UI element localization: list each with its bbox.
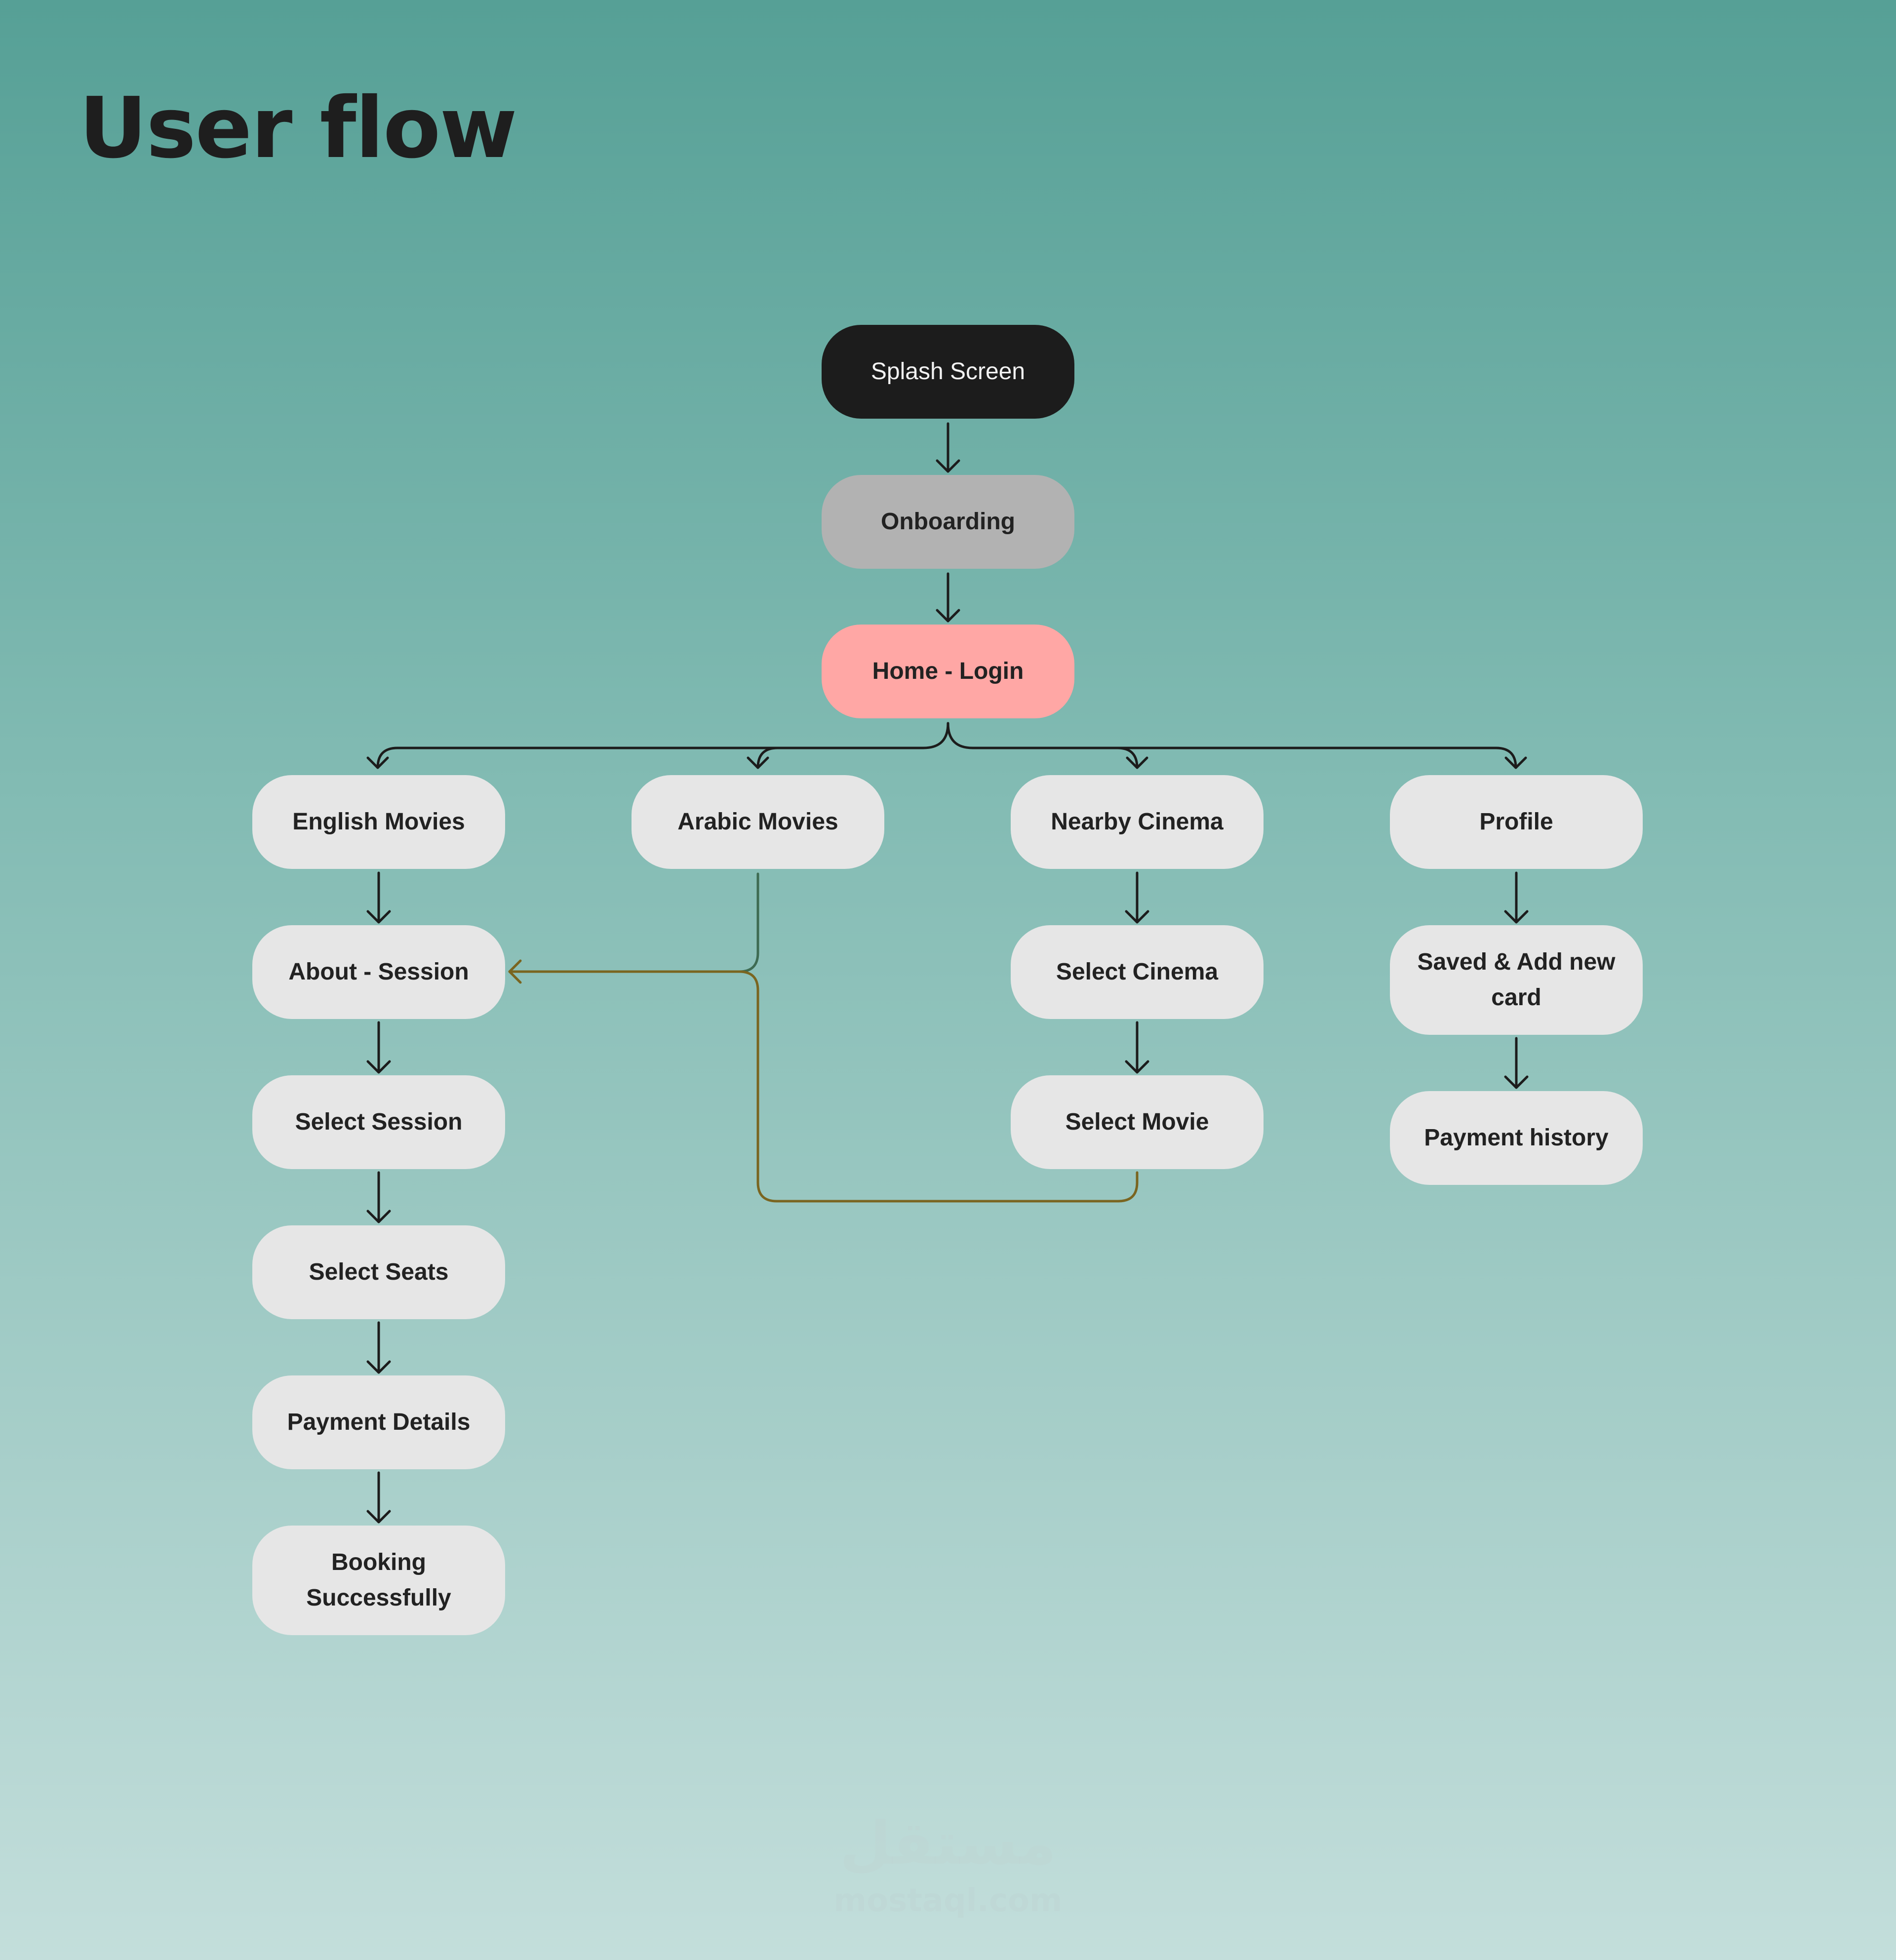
arrowhead	[366, 1360, 391, 1374]
node-about-session[interactable]: About - Session	[252, 925, 505, 1019]
arrowhead	[1125, 910, 1149, 924]
edge-bus-to-arabic	[756, 746, 779, 769]
node-arabic-movies[interactable]: Arabic Movies	[632, 775, 884, 869]
watermark: مستقل mostaql.com	[790, 1807, 1106, 1921]
edge-home-branch-bus	[376, 722, 949, 769]
page-title: User flow	[79, 79, 517, 177]
node-splash-screen[interactable]: Splash Screen	[822, 325, 1074, 419]
node-booking-successfully[interactable]: Booking Successfully	[252, 1526, 505, 1635]
node-onboarding[interactable]: Onboarding	[822, 475, 1074, 569]
node-english-movies[interactable]: English Movies	[252, 775, 505, 869]
edge-select-movie-to-about	[508, 970, 1139, 1203]
node-select-session[interactable]: Select Session	[252, 1075, 505, 1169]
node-select-movie[interactable]: Select Movie	[1011, 1075, 1264, 1169]
arrowhead	[366, 1210, 391, 1223]
watermark-logo: مستقل	[839, 1809, 1057, 1878]
arrowhead	[936, 609, 960, 623]
arrowhead	[1126, 756, 1148, 769]
node-saved-add-card[interactable]: Saved & Add new card	[1390, 925, 1643, 1035]
node-payment-details[interactable]: Payment Details	[252, 1375, 505, 1469]
arrowhead	[1504, 910, 1529, 924]
node-nearby-cinema[interactable]: Nearby Cinema	[1011, 775, 1264, 869]
node-profile[interactable]: Profile	[1390, 775, 1643, 869]
node-select-cinema[interactable]: Select Cinema	[1011, 925, 1264, 1019]
edge-home-branch-bus	[947, 722, 1517, 769]
node-payment-history[interactable]: Payment history	[1390, 1091, 1643, 1185]
arrowhead	[747, 756, 769, 769]
arrowhead	[366, 1060, 391, 1074]
arrowhead	[936, 459, 960, 473]
arrowhead	[366, 1510, 391, 1524]
arrowhead	[1125, 1060, 1149, 1074]
edge-bus-to-nearby	[1116, 746, 1139, 769]
edge-arabic-to-about	[729, 872, 759, 973]
arrowhead	[366, 756, 389, 769]
node-select-seats[interactable]: Select Seats	[252, 1225, 505, 1319]
watermark-url: mostaql.com	[833, 1882, 1063, 1919]
arrowhead	[1504, 756, 1527, 769]
arrowhead	[1504, 1075, 1529, 1089]
arrowhead	[366, 910, 391, 924]
arrowhead	[508, 959, 522, 984]
node-home-login[interactable]: Home - Login	[822, 625, 1074, 718]
